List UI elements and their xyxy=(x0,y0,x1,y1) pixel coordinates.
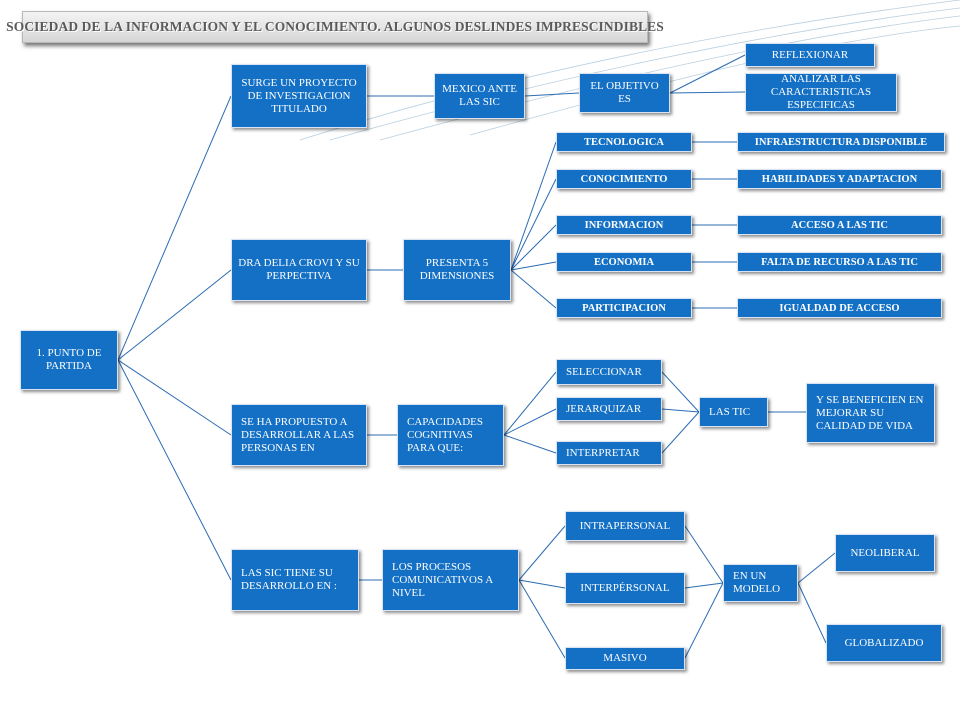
node-root: 1. PUNTO DE PARTIDA xyxy=(20,330,118,390)
connector-intrapersonal-modelo xyxy=(684,525,724,584)
node-analizar: ANALIZAR LAS CARACTERISTICAS ESPECIFICAS xyxy=(745,73,897,112)
connector-mexico-objetivo xyxy=(524,92,580,97)
node-informacion: INFORMACION xyxy=(556,215,692,235)
connector-root-b3 xyxy=(117,359,232,436)
connector-interpretar-lastic xyxy=(661,411,700,454)
node-conocimiento: CONOCIMIENTO xyxy=(556,169,692,189)
node-habilidades: HABILIDADES Y ADAPTACION xyxy=(737,169,942,189)
node-seleccionar: SELECCIONAR xyxy=(556,359,662,385)
connector-capacidades-interpretar xyxy=(503,434,557,454)
node-neoliberal: NEOLIBERAL xyxy=(835,534,935,572)
connector-procesos-masivo xyxy=(518,579,566,659)
connector-root-b2 xyxy=(117,269,232,361)
node-jerarquizar: JERARQUIZAR xyxy=(556,397,662,421)
connector-presenta-informacion xyxy=(510,224,557,271)
node-intrapersonal: INTRAPERSONAL xyxy=(565,511,685,541)
node-acceso: ACCESO A LAS TIC xyxy=(737,215,942,235)
connector-objetivo-analizar xyxy=(669,91,746,94)
node-masivo: MASIVO xyxy=(565,647,685,670)
connector-interpersonal-modelo xyxy=(684,582,724,589)
node-tecnologica: TECNOLOGICA xyxy=(556,132,692,152)
node-participacion: PARTICIPACION xyxy=(556,298,692,318)
node-presenta: PRESENTA 5 DIMENSIONES xyxy=(403,239,511,301)
connector-masivo-modelo xyxy=(684,582,724,659)
connector-root-b1 xyxy=(117,95,232,361)
node-lastic: LAS TIC xyxy=(699,397,768,427)
connector-capacidades-seleccionar xyxy=(503,371,557,436)
connector-presenta-conocimiento xyxy=(510,178,557,271)
connector-objetivo-reflexionar xyxy=(669,54,746,94)
node-infraestructura: INFRAESTRUCTURA DISPONIBLE xyxy=(737,132,945,152)
connector-jerarquizar-lastic xyxy=(661,408,700,413)
node-procesos: LOS PROCESOS COMUNICATIVOS A NIVEL xyxy=(382,549,519,611)
connector-capacidades-jerarquizar xyxy=(503,408,557,436)
connector-procesos-interpersonal xyxy=(518,579,566,589)
connector-presenta-tecnologica xyxy=(510,141,557,271)
node-interpersonal: INTERPÉRSONAL xyxy=(565,572,685,604)
node-b4-desarrollo: LAS SIC TIENE SU DESARROLLO EN : xyxy=(231,549,359,611)
title-banner: SOCIEDAD DE LA INFORMACION Y EL CONOCIMI… xyxy=(6,11,664,43)
node-b1-proyecto: SURGE UN PROYECTO DE INVESTIGACION TITUL… xyxy=(231,64,367,128)
connector-modelo-globalizado xyxy=(797,582,827,644)
node-globalizado: GLOBALIZADO xyxy=(826,624,942,662)
node-reflexionar: REFLEXIONAR xyxy=(745,43,875,67)
node-objetivo: EL OBJETIVO ES xyxy=(579,73,670,113)
node-interpretar: INTERPRETAR xyxy=(556,441,662,465)
connector-procesos-intrapersonal xyxy=(518,525,566,581)
node-mexico: MEXICO ANTE LAS SIC xyxy=(434,73,525,119)
connector-presenta-economia xyxy=(510,261,557,271)
node-beneficien: Y SE BENEFICIEN EN MEJORAR SU CALIDAD DE… xyxy=(806,383,935,443)
node-capacidades: CAPACIDADES COGNITIVAS PARA QUE: xyxy=(397,404,504,466)
node-economia: ECONOMIA xyxy=(556,252,692,272)
connector-seleccionar-lastic xyxy=(661,371,700,413)
node-modelo: EN UN MODELO xyxy=(723,564,798,602)
node-igualdad: IGUALDAD DE ACCESO xyxy=(737,298,942,318)
node-b2-crovi: DRA DELIA CROVI Y SU PERPECTIVA xyxy=(231,239,367,301)
node-falta: FALTA DE RECURSO A LAS TIC xyxy=(737,252,942,272)
node-b3-propuesto: SE HA PROPUESTO A DESARROLLAR A LAS PERS… xyxy=(231,404,367,466)
connector-root-b4 xyxy=(117,359,232,581)
connector-presenta-participacion xyxy=(510,269,557,309)
page-title: SOCIEDAD DE LA INFORMACION Y EL CONOCIMI… xyxy=(6,19,664,34)
connector-modelo-neoliberal xyxy=(797,552,836,584)
